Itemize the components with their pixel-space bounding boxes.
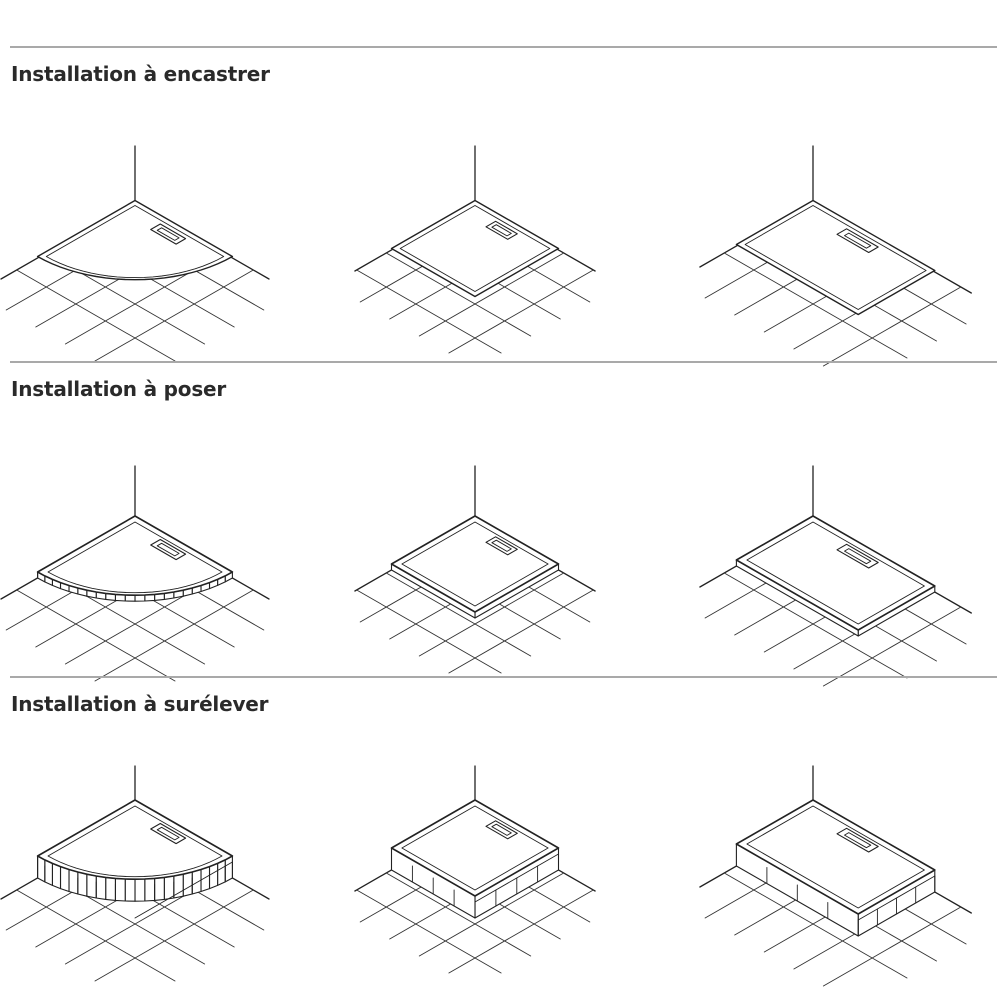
section-title-encastrer: Installation à encastrer (11, 62, 270, 86)
square-tray-icon (355, 138, 615, 318)
quarter-round-tray-icon (15, 758, 275, 938)
section-title-surelever: Installation à surélever (11, 692, 269, 716)
square-tray-icon (355, 458, 615, 638)
section-title-poser: Installation à poser (11, 377, 227, 401)
quarter-round-tray-icon (15, 138, 275, 318)
section-divider (10, 46, 997, 48)
rectangular-tray-icon (693, 138, 953, 318)
section-divider (10, 676, 997, 678)
rectangular-tray-icon (693, 758, 953, 938)
section-divider (10, 361, 997, 363)
quarter-round-tray-icon (15, 458, 275, 638)
square-tray-icon (355, 758, 615, 938)
rectangular-tray-icon (693, 458, 953, 638)
